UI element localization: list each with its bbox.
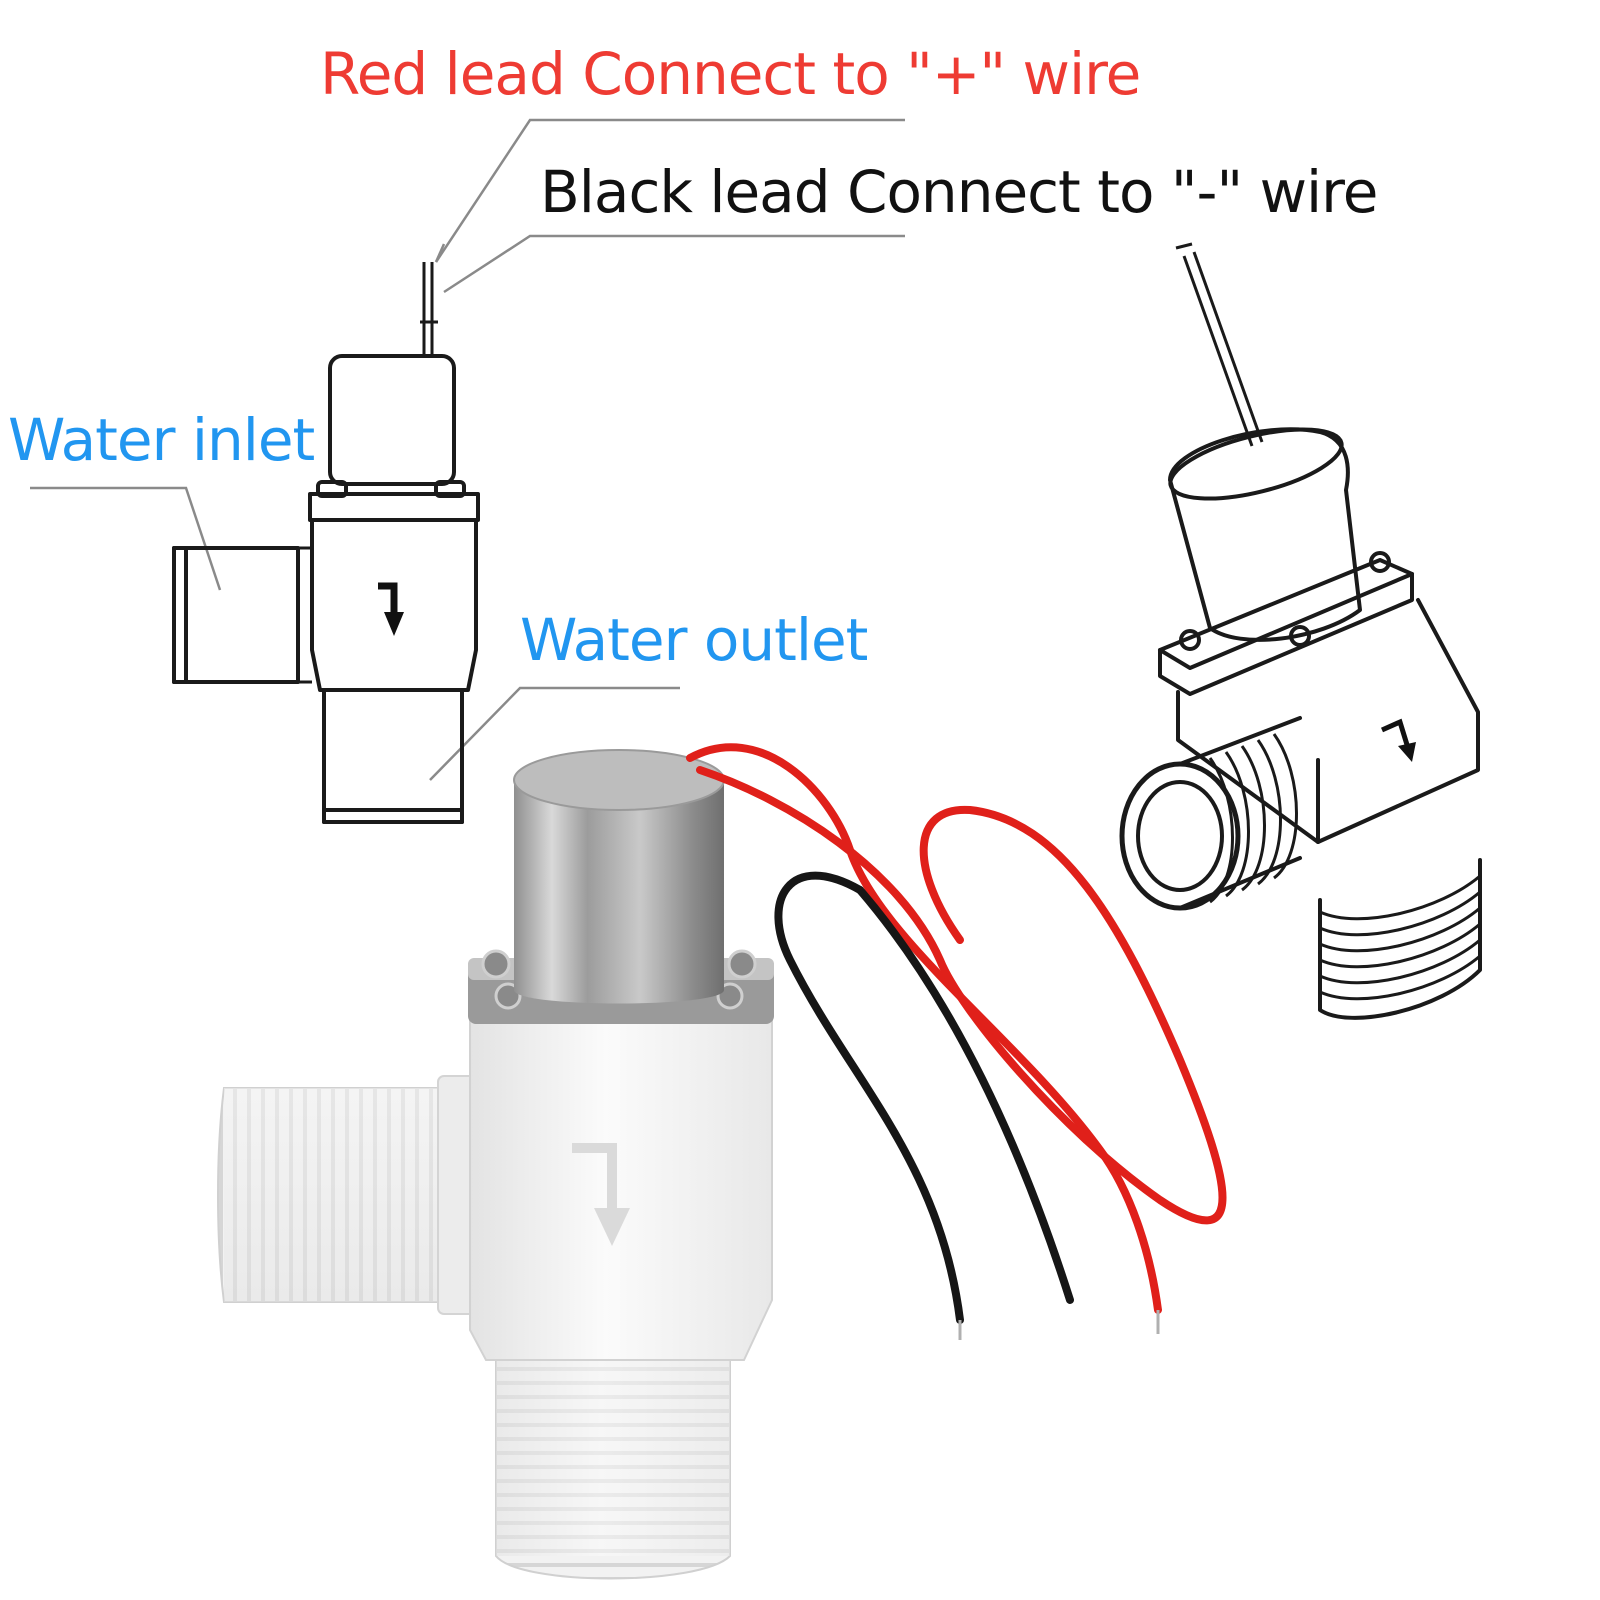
drawing-wire-leads bbox=[420, 262, 438, 356]
black-lead-label: Black lead Connect to "-" wire bbox=[540, 158, 1377, 226]
iso-wire-leads bbox=[1175, 242, 1264, 447]
water-inlet-leader-line bbox=[30, 486, 222, 591]
valve-photo bbox=[217, 743, 1227, 1580]
photo-wire-tips bbox=[958, 1310, 1160, 1340]
photo-inlet-port bbox=[217, 1075, 479, 1315]
drawing-inlet-port bbox=[172, 546, 300, 684]
flow-direction-arrow-icon bbox=[378, 582, 404, 636]
water-inlet-label: Water inlet bbox=[8, 406, 315, 474]
photo-valve-body bbox=[469, 1019, 773, 1361]
photo-outlet-port bbox=[495, 1345, 731, 1580]
red-lead-label: Red lead Connect to "+" wire bbox=[320, 40, 1140, 108]
iso-inlet-port bbox=[1119, 716, 1302, 911]
isometric-view-drawing bbox=[1119, 242, 1482, 1020]
iso-valve-body bbox=[1176, 598, 1480, 844]
red-lead-leader-line bbox=[434, 118, 905, 263]
drawing-valve-body bbox=[310, 518, 478, 692]
photo-red-lead bbox=[686, 743, 1227, 1314]
iso-flow-direction-arrow-icon bbox=[1380, 718, 1416, 762]
photo-coil-cap bbox=[513, 749, 725, 1004]
photo-black-lead bbox=[774, 871, 1074, 1324]
drawing-outlet-port bbox=[322, 688, 464, 824]
water-outlet-label: Water outlet bbox=[520, 606, 868, 674]
iso-coil-cap bbox=[1168, 427, 1362, 642]
drawing-coil-cap bbox=[328, 354, 456, 486]
front-view-drawing bbox=[172, 262, 480, 824]
photo-flow-direction-arrow-icon bbox=[572, 1143, 630, 1246]
black-lead-leader-line bbox=[443, 234, 905, 294]
iso-outlet-port bbox=[1318, 858, 1482, 1020]
